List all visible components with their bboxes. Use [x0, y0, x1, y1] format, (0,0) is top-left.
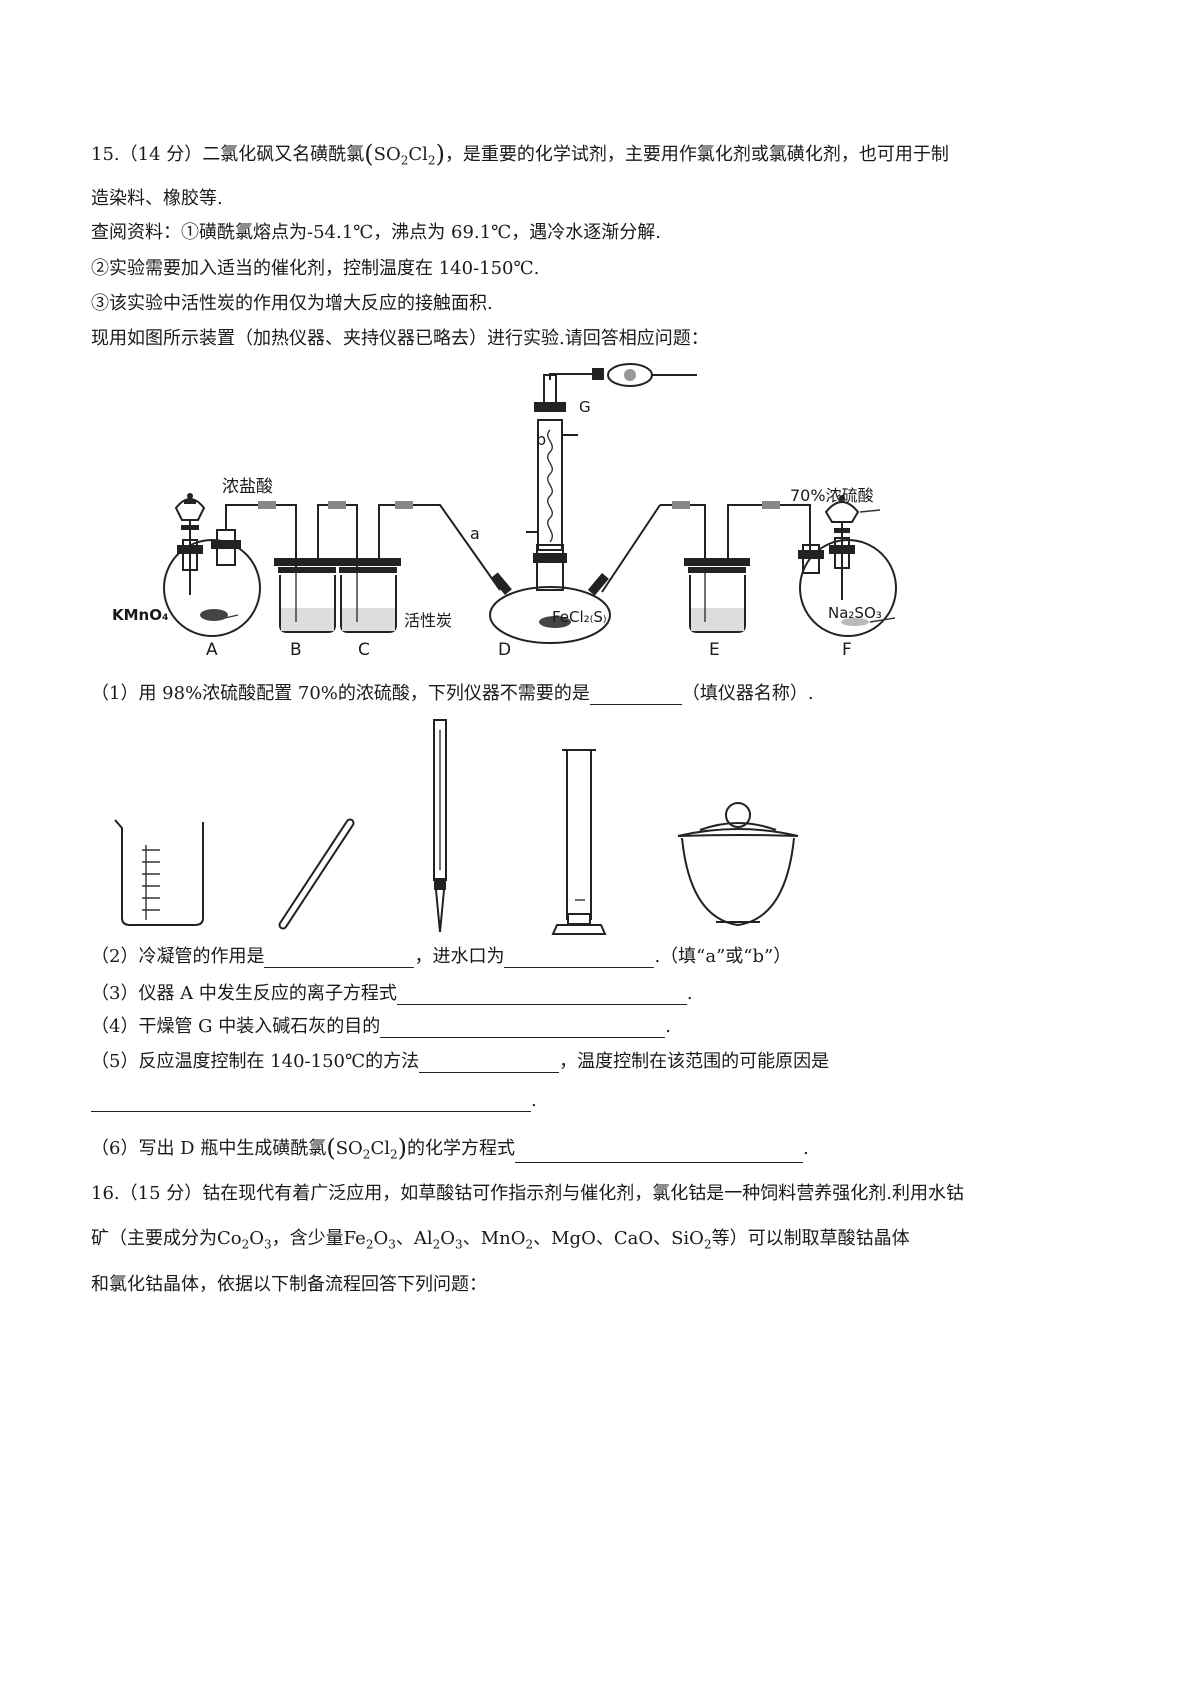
label-g: G: [579, 398, 591, 416]
formula-mgo: MgO: [551, 1228, 596, 1249]
sub5-text-c: .: [531, 1090, 537, 1111]
q16-text-2c: 等）可以制取草酸钴晶体: [711, 1228, 910, 1249]
formula-fe2o3: Fe2O3: [343, 1228, 396, 1252]
sub5-text-a: （5）反应温度控制在 140-150℃的方法: [91, 1051, 420, 1072]
label-fecl2: FeCl₂₍S₎: [552, 608, 607, 626]
q15-sub1: （1）用 98%浓硫酸配置 70%的浓硫酸，下列仪器不需要的是 （填仪器名称）.: [91, 683, 814, 705]
label-kmno4: KMnO₄: [112, 606, 169, 624]
sub2-text-a: （2）冷凝管的作用是: [91, 946, 265, 967]
q15-sub3: （3）仪器 A 中发生反应的离子方程式.: [91, 983, 693, 1005]
label-flask-d: D: [498, 640, 512, 660]
q16-score: （15 分）: [119, 1183, 203, 1204]
q16-text-2b: ，含少量: [271, 1228, 344, 1249]
sub4-answer-blank[interactable]: [380, 1019, 666, 1038]
label-na2so3: Na₂SO₃: [828, 604, 882, 622]
q16-text-2a: 矿（主要成分为: [91, 1228, 217, 1249]
sub1-text-a: （1）用 98%浓硫酸配置 70%的浓硫酸，下列仪器不需要的是: [91, 683, 590, 704]
formula-sio2: SiO2: [671, 1228, 712, 1252]
sub6-text-a: （6）写出 D 瓶中生成磺酰氯: [91, 1138, 327, 1159]
q15-line1: 15.（14 分）二氯化砜又名磺酰氯(SO2Cl2)，是重要的化学试剂，主要用作…: [91, 140, 949, 168]
q15-sub5: （5）反应温度控制在 140-150℃的方法 ，温度控制在该范围的可能原因是: [91, 1051, 829, 1073]
sub2-answer-blank-1[interactable]: [264, 949, 415, 968]
sub6-text-c: .: [802, 1138, 809, 1159]
beaker-icon: [114, 819, 204, 926]
formula-cao: CaO: [613, 1228, 654, 1249]
bottle-e: [689, 575, 746, 633]
formula-mno2: MnO2: [480, 1228, 534, 1252]
label-inlet-a: a: [470, 524, 480, 543]
sub5-answer-blank-2[interactable]: [91, 1093, 531, 1112]
q15-info2: ②实验需要加入适当的催化剂，控制温度在 140-150℃.: [91, 258, 540, 279]
sub1-answer-blank[interactable]: [589, 686, 682, 705]
q15-intro-b: ，是重要的化学试剂，主要用作氯化剂或氯磺化剂，也可用于制: [444, 144, 949, 165]
instruments-diagram: [114, 719, 799, 935]
q15-sub4: （4）干燥管 G 中装入碱石灰的目的.: [91, 1016, 671, 1038]
label-flask-f: F: [842, 640, 852, 660]
label-conc-hcl: 浓盐酸: [222, 477, 273, 497]
graduated-cylinder-icon: [562, 749, 596, 920]
label-flask-a: A: [206, 640, 218, 660]
q15-info4: 现用如图所示装置（加热仪器、夹持仪器已略去）进行实验.请回答相应问题：: [91, 328, 709, 349]
bottle-b: [279, 575, 336, 633]
dropping-funnel-f: [824, 501, 860, 523]
q15-sub5-line2: .: [91, 1090, 537, 1112]
sub3-answer-blank[interactable]: [396, 986, 687, 1005]
q15-score: （14 分）: [119, 144, 203, 165]
sub5-text-b: ，温度控制在该范围的可能原因是: [559, 1051, 830, 1072]
formula-so2cl2: SO2Cl2: [373, 144, 436, 168]
condenser: [537, 419, 563, 551]
label-outlet-b: b: [536, 430, 547, 449]
bottle-c: [340, 575, 397, 633]
sub4-text-b: .: [665, 1016, 672, 1037]
formula-al2o3: Al2O3: [413, 1228, 463, 1252]
q15-sub2: （2）冷凝管的作用是 ，进水口为 .（填“a”或“b”）: [91, 946, 791, 968]
sub6-text-b: 的化学方程式: [406, 1138, 515, 1159]
label-h2so4-70: 70%浓硫酸: [790, 486, 874, 505]
q16-line2: 矿（主要成分为Co2O3，含少量Fe2O3、Al2O3、MnO2、MgO、CaO…: [91, 1228, 910, 1252]
q15-intro-a: 二氯化砜又名磺酰氯: [202, 144, 365, 165]
formula-co2o3: Co2O3: [217, 1228, 272, 1252]
q15-info3: ③该实验中活性炭的作用仅为增大反应的接触面积.: [91, 293, 493, 314]
sub2-answer-blank-2[interactable]: [504, 949, 655, 968]
q16-text-1: 钴在现代有着广泛应用，如草酸钴可作指示剂与催化剂，氯化钴是一种饲料营养强化剂.利…: [202, 1183, 964, 1204]
apparatus-diagram: [163, 363, 897, 644]
q15-number: 15.: [91, 144, 120, 165]
q16-line3: 和氯化钴晶体，依据以下制备流程回答下列问题：: [91, 1274, 487, 1295]
label-activated-carbon: 活性炭: [404, 611, 453, 630]
sub4-text-a: （4）干燥管 G 中装入碱石灰的目的: [91, 1016, 381, 1037]
sub2-text-b: ，进水口为: [414, 946, 505, 967]
q15-line2: 造染料、橡胶等.: [91, 188, 223, 209]
label-bottle-b: B: [290, 640, 302, 660]
sub2-text-c: .（填“a”或“b”）: [654, 946, 792, 967]
sub3-text-b: .: [686, 983, 693, 1004]
label-bottle-e: E: [709, 640, 720, 660]
flask-d: [489, 586, 611, 644]
crucible-icon: [725, 802, 751, 828]
q15-sub6: （6）写出 D 瓶中生成磺酰氯(SO2Cl2)的化学方程式.: [91, 1134, 809, 1163]
sub6-answer-blank[interactable]: [514, 1144, 803, 1163]
q16-line1: 16.（15 分）钴在现代有着广泛应用，如草酸钴可作指示剂与催化剂，氯化钴是一种…: [91, 1183, 964, 1205]
flask-a: [163, 539, 261, 637]
q15-info1: 查阅资料：①磺酰氯熔点为-54.1℃，沸点为 69.1℃，遇冷水逐渐分解.: [91, 222, 661, 243]
sub3-text-a: （3）仪器 A 中发生反应的离子方程式: [91, 983, 397, 1004]
sub1-text-b: （填仪器名称）.: [681, 683, 814, 704]
sub5-answer-blank-1[interactable]: [419, 1054, 560, 1073]
formula-so2cl2-2: SO2Cl2: [335, 1138, 398, 1162]
label-bottle-c: C: [358, 640, 370, 660]
q16-number: 16.: [91, 1183, 120, 1204]
